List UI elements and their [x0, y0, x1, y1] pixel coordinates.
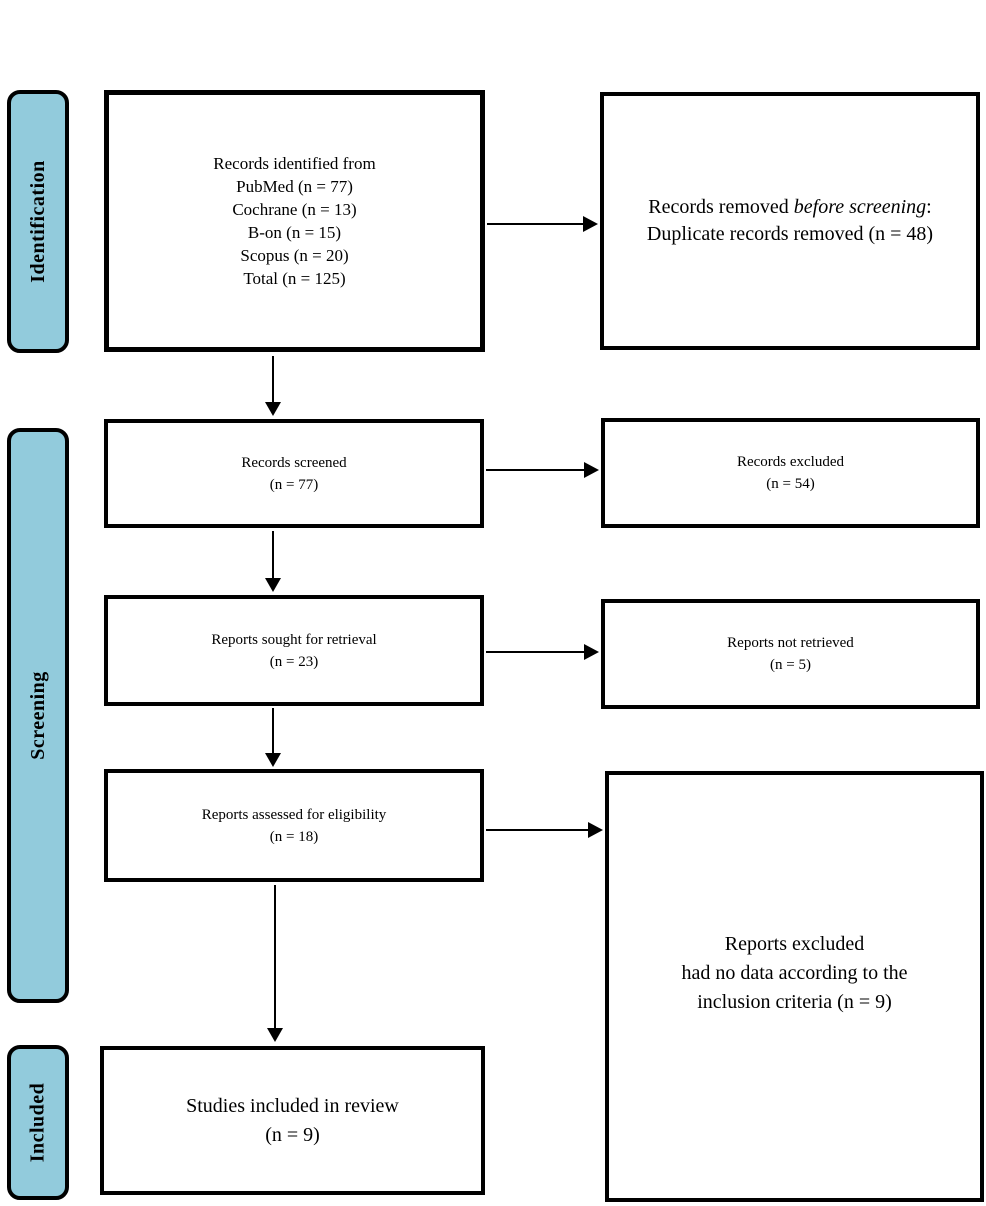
stage-bar-screening: Screening: [7, 428, 69, 1003]
reports-assessed-box: Reports assessed for eligibility (n = 18…: [104, 769, 484, 882]
reports-excluded-box: Reports excluded had no data according t…: [605, 771, 984, 1202]
reports-not-retrieved-box: Reports not retrieved (n = 5): [601, 599, 980, 709]
reports-excluded-line2: had no data according to the: [681, 962, 908, 984]
records-excluded-line1: Records excluded: [736, 454, 845, 470]
records-removed-suffix: :: [926, 196, 932, 218]
stage-bar-included: Included: [7, 1045, 69, 1200]
arrow-screened-to-excluded: [486, 462, 599, 478]
records-screened-line1: Records screened: [241, 454, 347, 471]
records-identified-line: Cochrane (n = 13): [232, 200, 357, 219]
records-identified-line: Scopus (n = 20): [240, 246, 349, 265]
studies-included-box: Studies included in review (n = 9): [100, 1046, 485, 1195]
arrow-assessed-to-reports-excluded: [486, 822, 603, 838]
records-removed-line1: Records removed before screening:: [648, 194, 931, 221]
records-excluded-line2: (n = 54): [766, 476, 815, 492]
arrow-identified-to-removed: [487, 216, 598, 232]
records-screened-line2: (n = 77): [269, 476, 319, 493]
reports-sought-line1: Reports sought for retrieval: [211, 631, 377, 648]
records-identified-line: B-on (n = 15): [247, 223, 342, 242]
records-removed-line2: Duplicate records removed (n = 48): [646, 223, 934, 245]
arrow-sought-to-not-retrieved: [486, 644, 599, 660]
records-removed-prefix: Records removed: [648, 196, 794, 218]
records-excluded-box: Records excluded (n = 54): [601, 418, 980, 528]
arrow-screened-to-sought: [265, 531, 281, 592]
records-identified-line: Total (n = 125): [243, 269, 346, 288]
reports-not-retrieved-line2: (n = 5): [770, 657, 811, 673]
studies-included-line2: (n = 9): [265, 1123, 320, 1146]
arrow-sought-to-assessed: [265, 708, 281, 767]
arrow-assessed-to-included: [267, 885, 283, 1042]
stage-label-screening: Screening: [26, 671, 49, 760]
records-removed-italic: before screening: [793, 196, 927, 218]
records-removed-box: Records removed before screening: Duplic…: [600, 92, 980, 350]
reports-sought-line2: (n = 23): [269, 653, 319, 670]
stage-label-identification: Identification: [26, 160, 49, 283]
stage-bar-identification: Identification: [7, 90, 69, 353]
reports-sought-box: Reports sought for retrieval (n = 23): [104, 595, 484, 706]
stage-label-included: Included: [26, 1082, 49, 1163]
reports-assessed-line2: (n = 18): [269, 828, 319, 845]
records-screened-box: Records screened (n = 77): [104, 419, 484, 528]
arrow-identified-to-screened: [265, 356, 281, 416]
reports-excluded-line3: inclusion criteria (n = 9): [697, 991, 892, 1013]
reports-excluded-line1: Reports excluded: [724, 933, 865, 955]
records-identified-box: Records identified from PubMed (n = 77) …: [104, 90, 485, 352]
records-identified-line: PubMed (n = 77): [236, 177, 353, 196]
studies-included-line1: Studies included in review: [186, 1094, 399, 1117]
reports-assessed-line1: Reports assessed for eligibility: [201, 806, 387, 823]
records-identified-line: Records identified from: [213, 154, 376, 173]
reports-not-retrieved-line1: Reports not retrieved: [727, 635, 854, 651]
